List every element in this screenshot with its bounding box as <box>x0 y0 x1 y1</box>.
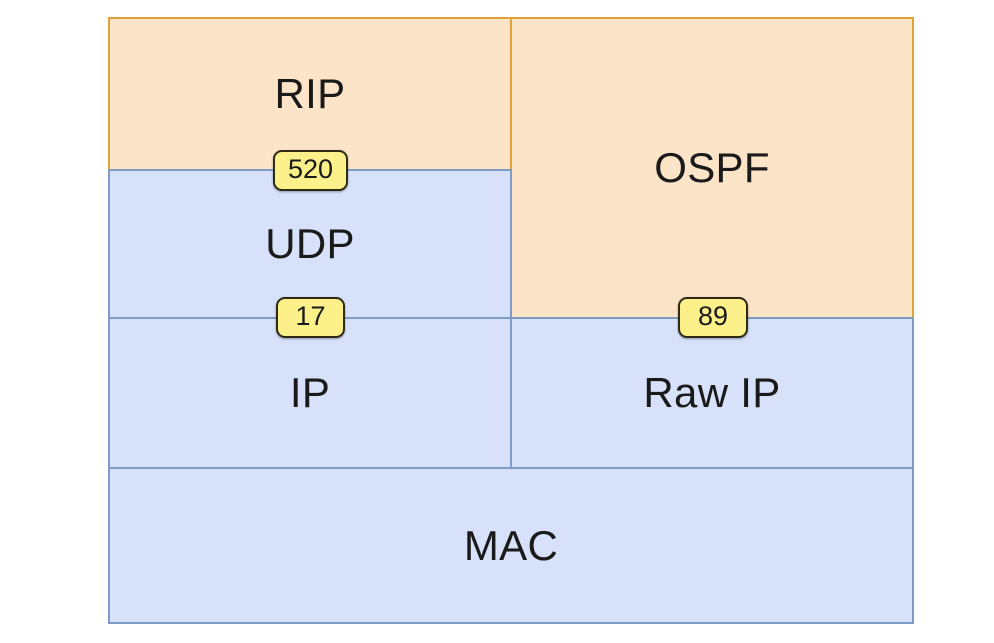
block-ip-label: IP <box>289 369 331 416</box>
block-ospf[interactable]: OSPF <box>510 17 914 319</box>
block-raw-ip[interactable]: Raw IP <box>510 317 914 469</box>
block-udp-label: UDP <box>265 220 355 267</box>
badge-protocol-89[interactable]: 89 <box>678 297 748 338</box>
block-rip[interactable]: RIP <box>108 17 512 171</box>
block-mac[interactable]: MAC <box>108 467 914 624</box>
block-rip-label: RIP <box>274 70 346 117</box>
block-mac-label: MAC <box>463 521 559 569</box>
block-ip[interactable]: IP <box>108 317 512 469</box>
badge-protocol-17[interactable]: 17 <box>276 297 345 338</box>
block-ospf-label: OSPF <box>654 144 770 191</box>
badge-port-520[interactable]: 520 <box>273 150 348 191</box>
block-raw-ip-label: Raw IP <box>643 369 781 416</box>
block-udp[interactable]: UDP <box>108 169 512 319</box>
